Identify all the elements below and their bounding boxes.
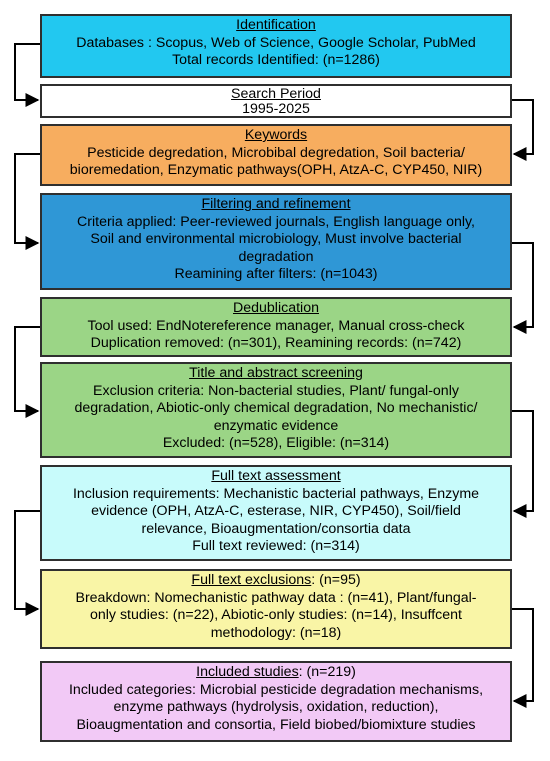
included-line-1: Included categories: Microbial pesticide…: [68, 681, 484, 698]
screening-line-3: enzymatic evidence: [213, 417, 339, 434]
screening-box: Title and abstract screening Exclusion c…: [40, 362, 512, 458]
full-text-title: Full text assessment: [211, 468, 341, 484]
search-period-box: Search Period 1995-2025: [40, 84, 512, 118]
screening-line-4: Excluded: (n=528), Eligible: (n=314): [162, 435, 390, 451]
included-line-2: enzyme pathways (hydrolysis, oxidation, …: [113, 699, 439, 715]
included-title-row: Included studies: (n=219): [46, 664, 506, 682]
full-text-line-1: Inclusion requirements: Mechanistic bact…: [72, 485, 480, 502]
arrow-search-to-keywords: [512, 99, 534, 161]
exclusions-title-row: Full text exclusions: (n=95): [46, 572, 506, 590]
exclusions-line-2: only studies: (n=22), Abiotic-only studi…: [90, 607, 462, 623]
arrow-keywords-to-filtering: [14, 153, 40, 250]
included-title: Included studies: [196, 664, 299, 680]
filtering-title: Filtering and refinement: [201, 196, 351, 212]
search-period-line-1: 1995-2025: [242, 101, 310, 117]
keywords-title: Keywords: [244, 127, 308, 143]
exclusions-line-3: methodology: (n=18): [210, 624, 342, 641]
search-period-title: Search Period: [231, 86, 321, 102]
full-text-line-2: evidence (OPH, AtzA-C, esterase, NIR, CY…: [91, 503, 461, 519]
arrow-filtering-to-dedublication: [512, 242, 534, 334]
screening-line-1: Exclusion criteria: Non-bacterial studie…: [93, 382, 459, 399]
screening-title: Title and abstract screening: [189, 365, 363, 381]
dedublication-line-1: Tool used: EndNotereference manager, Man…: [87, 317, 465, 334]
dedublication-title: Dedublication: [233, 300, 319, 316]
keywords-box: Keywords Pesticide degredation, Microbib…: [40, 124, 512, 186]
arrow-exclusions-to-included: [512, 608, 534, 708]
full-text-line-4: Full text reviewed: (n=314): [192, 538, 360, 554]
keywords-line-2: bioremedation, Enzymatic pathways(OPH, A…: [69, 162, 483, 178]
arrow-dedublication-to-screening: [14, 326, 40, 418]
screening-line-2: degradation, Abiotic-only chemical degra…: [74, 400, 478, 416]
keywords-line-1: Pesticide degredation, Microbibal degred…: [87, 144, 465, 161]
exclusions-box: Full text exclusions: (n=95) Breakdown: …: [40, 569, 512, 649]
included-count: : (n=219): [298, 664, 356, 680]
filtering-box: Filtering and refinement Criteria applie…: [40, 193, 512, 290]
identification-title: Identification: [236, 17, 316, 33]
dedublication-box: Dedublication Tool used: EndNotereferenc…: [40, 297, 512, 357]
filtering-line-4: Reamining after filters: (n=1043): [174, 266, 378, 282]
full-text-box: Full text assessment Inclusion requireme…: [40, 465, 512, 561]
exclusions-line-1: Breakdown: Nomechanistic pathway data : …: [75, 589, 477, 606]
arrow-screening-to-fulltext: [512, 410, 534, 518]
identification-line-1: Databases : Scopus, Web of Science, Goog…: [76, 34, 476, 51]
dedublication-line-2: Duplication removed: (n=301), Reamining …: [90, 335, 462, 351]
exclusions-count: : (n=95): [311, 572, 361, 588]
included-line-3: Bioaugmentation and consortia, Field bio…: [76, 716, 476, 733]
filtering-line-2: Soil and environmental microbiology, Mus…: [90, 231, 462, 247]
filtering-line-1: Criteria applied: Peer-reviewed journals…: [77, 213, 475, 230]
identification-line-2: Total records Identified: (n=1286): [172, 52, 380, 68]
arrow-fulltext-to-exclusions: [14, 510, 40, 616]
included-box: Included studies: (n=219) Included categ…: [40, 661, 512, 742]
arrow-identification-to-search: [14, 43, 40, 107]
identification-box: Identification Databases : Scopus, Web o…: [40, 14, 512, 78]
exclusions-title: Full text exclusions: [191, 572, 312, 588]
full-text-line-3: relevance, Bioaugmentation/consortia dat…: [141, 520, 411, 537]
filtering-line-3: degradation: [238, 248, 314, 265]
